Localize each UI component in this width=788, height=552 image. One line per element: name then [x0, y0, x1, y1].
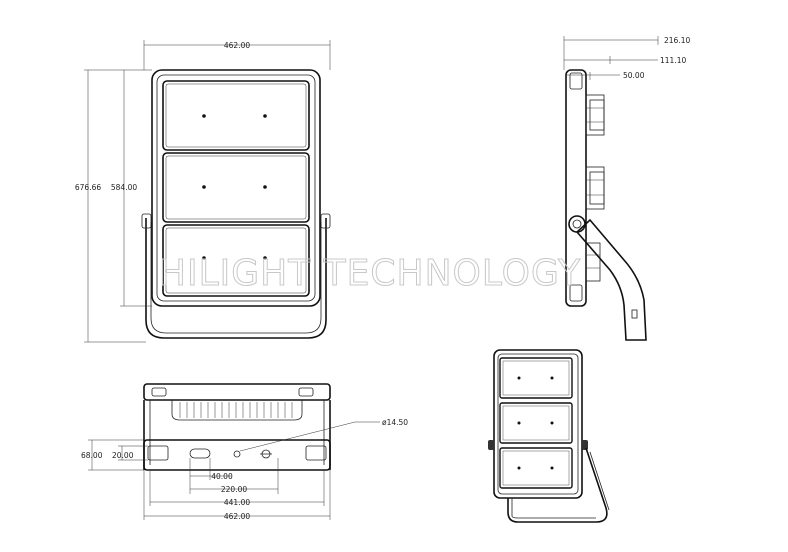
bottom-slot-span-dim: 220.00: [221, 485, 247, 494]
side-depth-total-dim: 216.10: [664, 36, 690, 45]
side-depth-body-dim: 111.10: [660, 56, 686, 65]
bottom-bracket-base: [143, 439, 331, 471]
side-heatsink-1: [585, 94, 605, 136]
side-bracket-slot: [631, 309, 638, 319]
perspective-housing: [493, 349, 583, 499]
bottom-left-latch: [151, 387, 167, 397]
side-pivot: [568, 215, 586, 233]
perspective-right-knob: [582, 440, 588, 450]
bottom-inner-width-dim: 441.00: [224, 498, 250, 507]
front-width-dim: 462.00: [224, 41, 250, 50]
bottom-outer-width-dim: 462.00: [224, 512, 250, 521]
bottom-height-total-dim: 68.00: [81, 451, 103, 460]
led-module-3: [162, 224, 310, 297]
led-module-1: [162, 80, 310, 151]
side-bracket-arm: [575, 218, 647, 341]
bottom-hole-dim: ø14.50: [382, 418, 408, 427]
perspective-module-2: [499, 402, 573, 444]
side-heatsink-3: [585, 242, 601, 282]
bottom-mount-hole: [233, 450, 241, 458]
bottom-height-slot-dim: 20.00: [112, 451, 134, 460]
perspective-view: [488, 349, 610, 523]
perspective-bracket: [507, 447, 608, 523]
watermark-text: HILIGHT TECHNOLOGY: [159, 253, 581, 294]
perspective-module-1: [499, 357, 573, 399]
side-depth-frame-dim: 50.00: [623, 71, 645, 80]
bottom-slot-dim: 40.00: [211, 472, 233, 481]
front-bracket-inner: [150, 222, 322, 334]
right-pivot-knob: [320, 213, 331, 229]
bottom-heatsink-fins: [179, 402, 293, 418]
front-mounting-bracket: [145, 218, 327, 339]
front-view: 462.00 676.66 584.00: [75, 40, 331, 343]
bottom-slot: [189, 448, 211, 459]
side-heatsink-2: [585, 166, 605, 210]
perspective-module-3: [499, 447, 573, 489]
bottom-right-foot: [305, 445, 327, 461]
bottom-housing-top: [143, 383, 331, 401]
bottom-keyhole: [260, 449, 272, 459]
side-view: 216.10 111.10 50.00: [563, 36, 690, 341]
bottom-left-foot: [147, 445, 169, 461]
perspective-left-knob: [488, 440, 494, 450]
left-pivot-knob: [141, 213, 152, 229]
bottom-right-latch: [298, 387, 314, 397]
front-housing-inner: [156, 74, 316, 302]
front-housing-outline: [151, 69, 321, 307]
side-bottom-cap: [569, 284, 583, 302]
front-total-height-dim: 676.66: [75, 183, 101, 192]
front-module-height-dim: 584.00: [111, 183, 137, 192]
bottom-heatsink: [171, 400, 303, 421]
bottom-view: ø14.50 68.00 20.00 40.00 220.00 441.00 4…: [81, 383, 408, 521]
side-top-cap: [569, 72, 583, 90]
led-module-2: [162, 152, 310, 223]
